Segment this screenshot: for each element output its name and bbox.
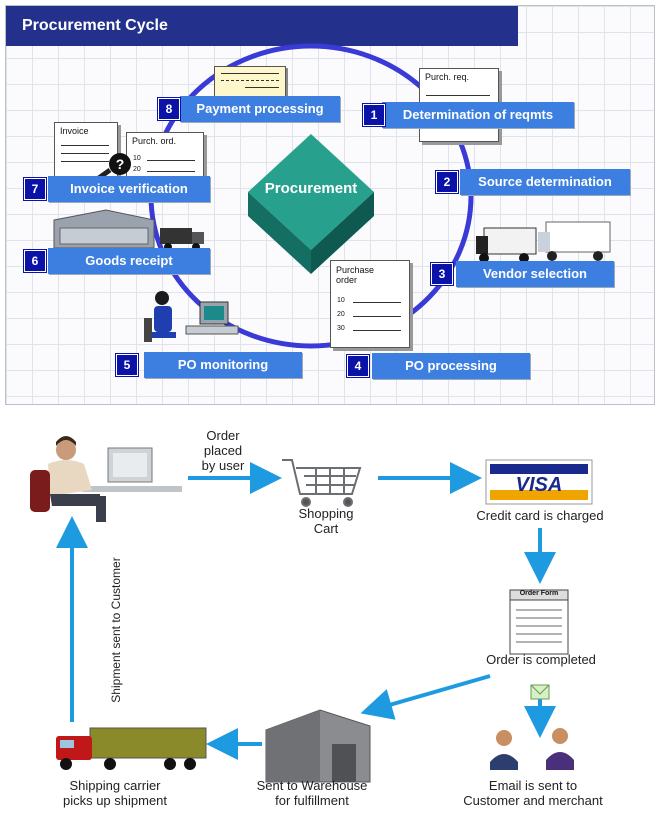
email-label: Email is sent to Customer and merchant: [420, 778, 646, 808]
purch-ord-label: Purch. ord.: [132, 136, 177, 146]
warehouse-icon: [265, 709, 371, 783]
purch-req-label: Purch. req.: [425, 72, 470, 82]
vendor-trucks-icon: [476, 221, 611, 263]
visa-text: VISA: [515, 474, 563, 496]
step-3-vendor-selection: Vendor selection: [456, 261, 614, 287]
step-5-po-monitoring: PO monitoring: [144, 352, 302, 378]
step-7-number: 7: [23, 177, 47, 201]
procurement-center-label: Procurement: [264, 180, 358, 197]
order-placed-line-2: placed: [203, 443, 243, 458]
shipping-label: Shipping carrier picks up shipment: [30, 778, 200, 808]
envelope-icon: [530, 684, 550, 700]
order-placed-line-1: Order: [206, 428, 240, 443]
procurement-diamond-left: [248, 192, 311, 274]
warehouse-line-2: for fulfillment: [275, 793, 349, 808]
credit-card-label: Credit card is charged: [476, 508, 604, 523]
purchase-order-title-1: Purchase: [336, 265, 375, 275]
email-line-1: Email is sent to: [488, 778, 578, 793]
step-4-number: 4: [346, 354, 370, 378]
step-1-number: 1: [362, 103, 386, 127]
purch-ord-document-icon: Purch. ord. 10 20: [126, 132, 204, 184]
step-3-number: 3: [430, 262, 454, 286]
step-7-label: Invoice verification: [70, 181, 188, 196]
panel-title: Procurement Cycle: [6, 6, 518, 46]
order-placed-line-3: by user: [201, 458, 245, 473]
step-8-label: Payment processing: [196, 101, 324, 116]
step-8-number: 8: [157, 97, 181, 121]
svg-text:?: ?: [116, 156, 125, 172]
shopping-cart-icon: [282, 459, 362, 507]
step-6-number: 6: [23, 249, 47, 273]
procurement-cycle-panel: Procurement Cycle Procurement Purch. req…: [5, 5, 655, 405]
step-5-label: PO monitoring: [177, 357, 269, 372]
shipping-line-1: Shipping carrier: [69, 778, 161, 793]
purchase-order-title-2: order: [336, 275, 358, 285]
order-flow-graphic: [30, 436, 593, 783]
order-form-document-icon: [509, 589, 569, 655]
warehouse-truck-icon: [53, 209, 204, 251]
purchase-order-line-1: 10: [337, 297, 345, 304]
user-at-computer-icon: [30, 436, 182, 522]
visa-card-icon: [485, 459, 593, 505]
email-line-2: Customer and merchant: [463, 793, 603, 808]
shopping-cart-label: Shopping Cart: [276, 506, 376, 536]
step-5-number: 5: [115, 353, 139, 377]
order-completed-label: Order is completed: [486, 652, 596, 667]
step-8-payment-processing: Payment processing: [180, 96, 340, 122]
purchase-order-document-icon: Purchase order 10 20 30: [330, 260, 410, 348]
step-2-source-determination: Source determination: [460, 169, 630, 195]
step-4-label: PO processing: [405, 358, 497, 373]
person-at-computer-icon: [144, 291, 239, 342]
warehouse-label: Sent to Warehouse for fulfillment: [222, 778, 402, 808]
step-6-goods-receipt: Goods receipt: [48, 248, 210, 274]
shipping-line-2: picks up shipment: [62, 793, 168, 808]
shopping-cart-line-1: Shopping: [298, 506, 354, 521]
step-6-label: Goods receipt: [85, 253, 173, 268]
procurement-diamond-right: [311, 192, 374, 274]
purch-ord-line-1: 10: [133, 155, 141, 162]
order-form-title: Order Form: [519, 590, 559, 597]
payment-check-icon: [214, 66, 286, 98]
purchase-order-line-2: 20: [337, 311, 345, 318]
purch-ord-line-2: 20: [133, 166, 141, 173]
shipment-sent-label: Shipment sent to Customer: [109, 557, 123, 703]
delivery-truck-icon: [56, 727, 207, 770]
customer-merchant-icon: [490, 728, 574, 770]
step-1-determination-of-reqmts: Determination of reqmts: [382, 102, 574, 128]
step-3-label: Vendor selection: [482, 266, 588, 281]
order-placed-label: Order placed by user: [186, 428, 260, 473]
invoice-label: Invoice: [60, 126, 89, 136]
arrow-orderform-to-warehouse: [360, 674, 491, 720]
warehouse-line-1: Sent to Warehouse: [256, 778, 368, 793]
cycle-graphic: [148, 43, 474, 349]
step-7-invoice-verification: Invoice verification: [48, 176, 210, 202]
step-4-po-processing: PO processing: [372, 353, 530, 379]
purchase-order-line-3: 30: [337, 325, 345, 332]
step-2-label: Source determination: [478, 174, 612, 189]
step-2-number: 2: [435, 170, 459, 194]
shopping-cart-line-2: Cart: [313, 521, 339, 536]
step-1-label: Determination of reqmts: [402, 107, 554, 122]
